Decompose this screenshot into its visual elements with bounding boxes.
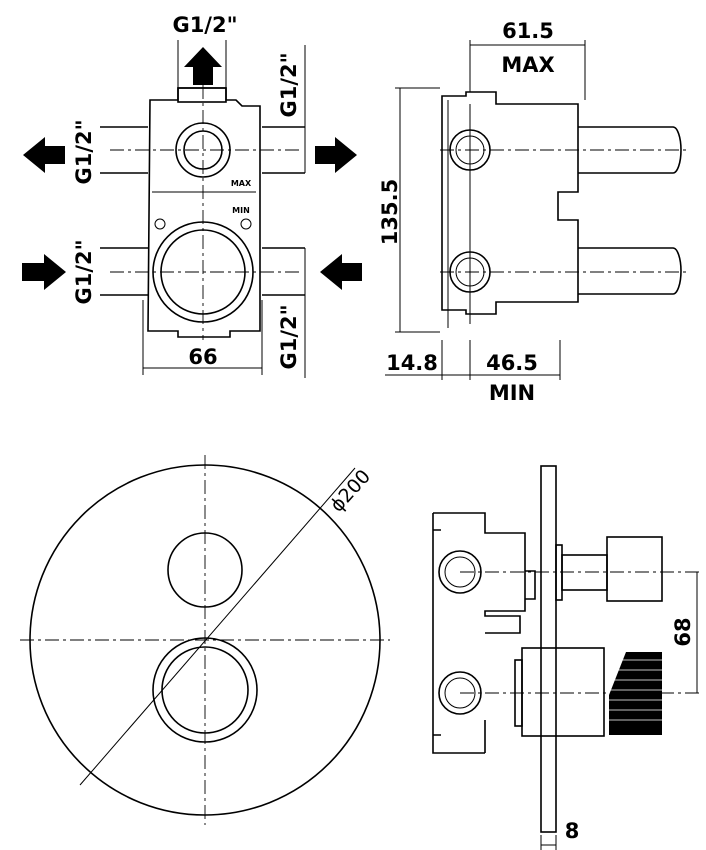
thread-label-lower-left: G1/2" (72, 239, 96, 304)
max-mark: MAX (231, 179, 252, 188)
height-dimension: 135.5 (378, 179, 402, 245)
cover-plate-front: ϕ200 (20, 455, 390, 825)
arrow-right-icon (315, 137, 357, 173)
thread-label-upper-left: G1/2" (72, 119, 96, 184)
max-label: MAX (501, 53, 554, 77)
min-label: MIN (489, 381, 535, 405)
width-dimension: 66 (188, 345, 217, 369)
min-mark: MIN (232, 206, 250, 215)
arrow-right-icon (22, 254, 66, 290)
side-view-dimensions: 61.5 MAX 135.5 14.8 46.5 MIN (378, 19, 586, 405)
assembled-dimensions: 68 8 (540, 572, 698, 850)
flow-arrows (22, 47, 362, 290)
axis-distance-dimension: 68 (671, 617, 695, 646)
arrow-left-icon (320, 254, 362, 290)
front-view-dimensions: G1/2" G1/2" G1/2" G1/2" G1/2" 66 (72, 13, 306, 378)
arrow-left-icon (23, 137, 65, 173)
side-view-body (440, 91, 690, 328)
knurled-handle (609, 652, 662, 735)
depth-max-dimension: 61.5 (502, 19, 554, 43)
plate-diameter-dimension: ϕ200 (326, 465, 375, 516)
thread-label-upper-right: G1/2" (277, 52, 301, 117)
wall-offset-dimension: 14.8 (386, 351, 438, 375)
arrow-up-icon (184, 47, 222, 85)
front-view-body: MAX MIN (100, 60, 305, 340)
plate-thickness-dimension: 8 (565, 819, 580, 843)
thread-label-top: G1/2" (172, 13, 237, 37)
thread-label-lower-right: G1/2" (277, 304, 301, 369)
assembled-side-view (432, 465, 700, 833)
depth-min-dimension: 46.5 (486, 351, 538, 375)
